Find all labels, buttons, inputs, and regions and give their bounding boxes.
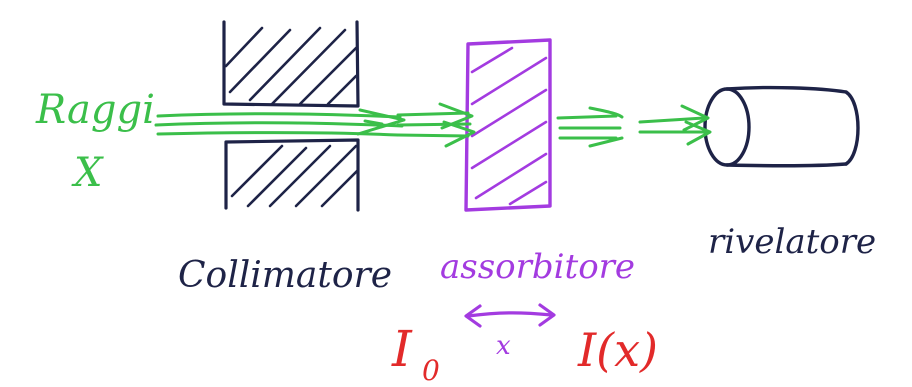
detector-label: rivelatore [708, 222, 876, 262]
absorber-slab [464, 38, 552, 212]
source-label-x: X [71, 150, 104, 196]
collimator-label: Collimatore [178, 255, 392, 296]
initial-intensity-subscript: 0 [422, 354, 440, 387]
thickness-arrow [464, 303, 556, 328]
absorber-label: assorbitore [440, 247, 635, 287]
collimator-top-block [222, 20, 360, 108]
initial-intensity-label: I [391, 320, 413, 378]
detector-cylinder [703, 85, 860, 168]
collimator-bottom-block [224, 138, 360, 212]
thickness-label: x [496, 331, 511, 361]
source-label: Raggi [35, 87, 155, 133]
transmitted-intensity-label: I(x) [577, 323, 658, 377]
xray-beam [154, 102, 712, 148]
